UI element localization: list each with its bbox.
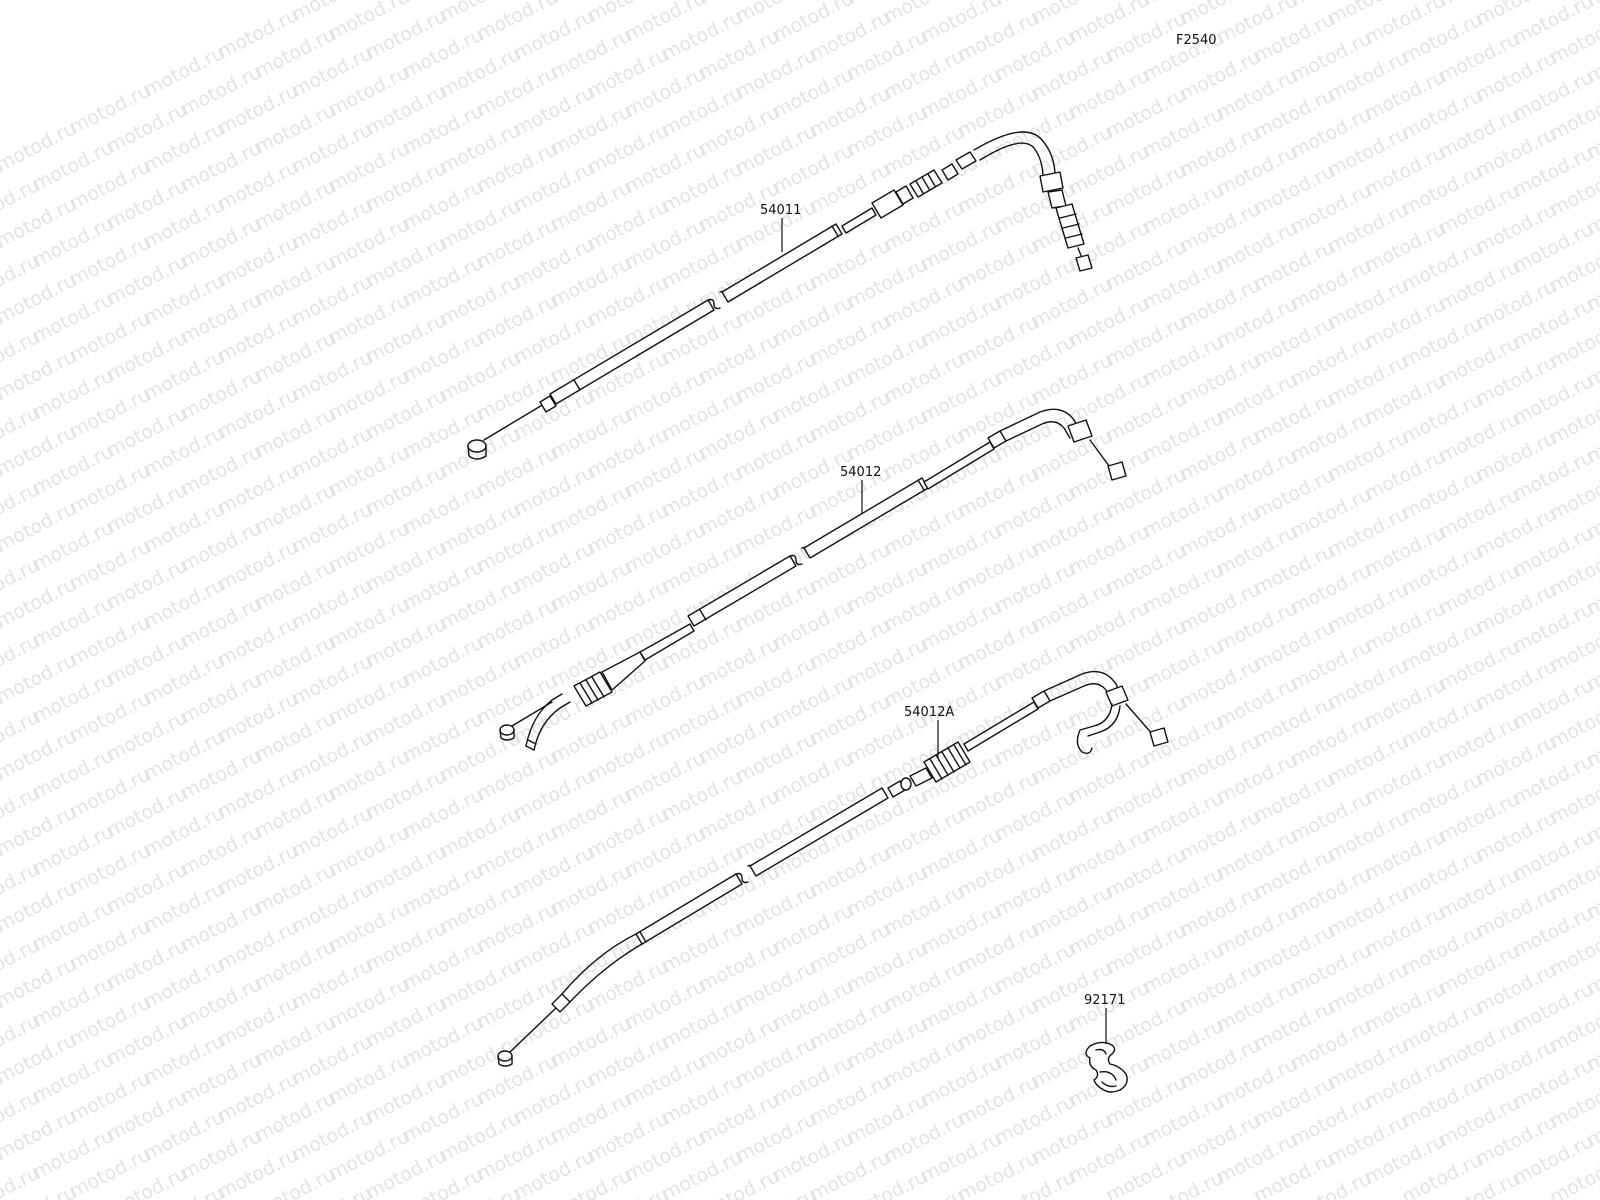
cable-54011[interactable]	[467, 131, 1093, 460]
cable-54012[interactable]	[499, 408, 1127, 751]
cable-end-cap	[467, 439, 487, 460]
clamp-92171[interactable]	[1085, 1041, 1128, 1093]
part-label-54011[interactable]: 54011	[760, 203, 801, 218]
cable-end-cap	[499, 724, 515, 741]
part-label-54012[interactable]: 54012	[840, 465, 881, 480]
cable-end-cap	[497, 1050, 513, 1067]
part-label-54012a[interactable]: 54012A	[904, 705, 954, 720]
cable-54012a[interactable]	[497, 670, 1169, 1067]
diagram-code: F2540	[1176, 33, 1217, 48]
watermark-text: motod.ru	[1583, 0, 1600, 12]
part-label-92171[interactable]: 92171	[1084, 993, 1125, 1008]
